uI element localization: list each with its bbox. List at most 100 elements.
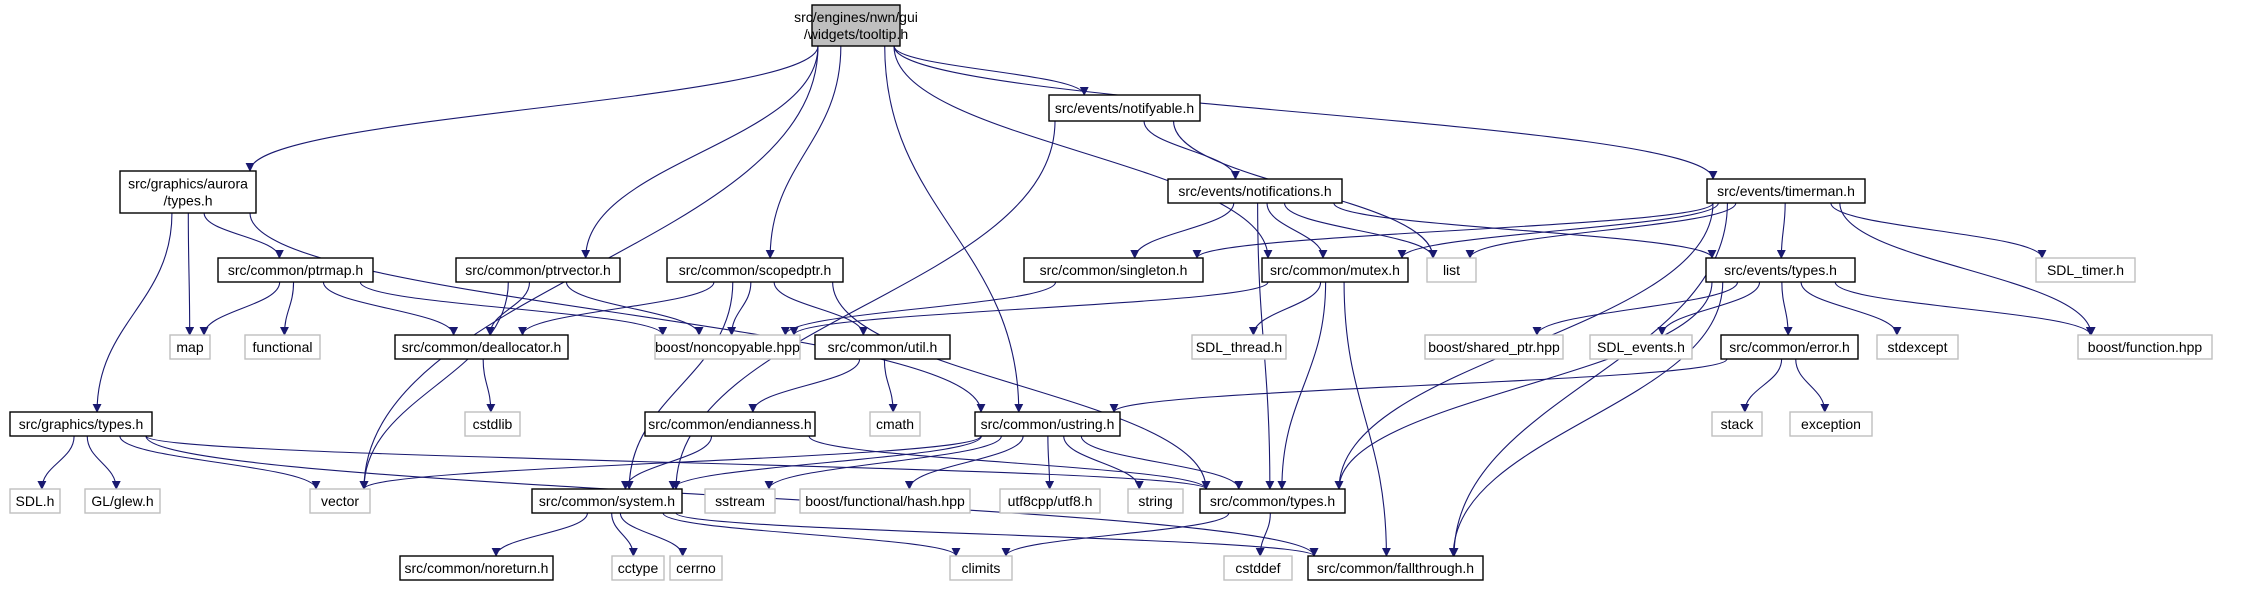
edge-events-types-to-sdl-events — [1657, 281, 1761, 336]
node-box-noncopyable — [654, 334, 801, 360]
edge-scopedptr-to-deallocator — [518, 281, 715, 336]
node-functional: functional — [244, 334, 321, 360]
node-label-fallthrough: src/common/fallthrough.h — [1317, 560, 1474, 576]
node-label-root-line-2: /widgets/tooltip.h — [804, 26, 908, 42]
node-label-noncopyable: boost/noncopyable.hpp — [655, 339, 800, 355]
node-box-sdl-events — [1589, 334, 1693, 360]
node-aurora-types[interactable]: src/graphics/aurora/types.h — [119, 170, 257, 214]
edge-util-to-cmath — [883, 358, 898, 413]
edge-ptrvector-to-deallocator — [485, 281, 531, 336]
node-vector: vector — [309, 488, 371, 514]
node-label-ptrvector: src/common/ptrvector.h — [465, 262, 611, 278]
node-label-sdl-h: SDL.h — [16, 493, 55, 509]
edge-aurora-types-to-map — [185, 212, 195, 336]
node-label-cmath: cmath — [876, 416, 914, 432]
node-box-common-types — [1199, 488, 1346, 514]
node-label-map: map — [176, 339, 203, 355]
node-cerrno: cerrno — [669, 555, 723, 581]
node-label-common-types: src/common/types.h — [1210, 493, 1335, 509]
node-root[interactable]: src/engines/nwn/gui/widgets/tooltip.h — [794, 4, 918, 47]
node-map: map — [169, 334, 211, 360]
node-utf8: utf8cpp/utf8.h — [999, 488, 1101, 514]
node-box-util — [814, 334, 951, 360]
node-ustring[interactable]: src/common/ustring.h — [974, 411, 1121, 437]
node-label-timerman: src/events/timerman.h — [1717, 183, 1855, 199]
node-notifications[interactable]: src/events/notifications.h — [1167, 178, 1343, 204]
node-fallthrough[interactable]: src/common/fallthrough.h — [1307, 555, 1484, 581]
node-mutex[interactable]: src/common/mutex.h — [1261, 257, 1409, 283]
node-common-types[interactable]: src/common/types.h — [1199, 488, 1346, 514]
node-label-system: src/common/system.h — [539, 493, 675, 509]
node-label-cctype: cctype — [618, 560, 659, 576]
edge-events-types-to-fallthrough — [1448, 281, 1724, 557]
edge-ustring-to-sstream — [764, 435, 1002, 490]
node-box-graphics-types — [9, 411, 153, 437]
edge-events-types-to-common-types — [1334, 281, 1713, 490]
node-label-deallocator: src/common/deallocator.h — [402, 339, 562, 355]
node-box-scopedptr — [666, 257, 844, 283]
edge-timerman-to-events-types — [1776, 202, 1786, 259]
node-timerman[interactable]: src/events/timerman.h — [1706, 178, 1866, 204]
node-box-glew — [84, 488, 161, 514]
node-box-sstream — [704, 488, 776, 514]
edge-mutex-to-fallthrough — [1343, 281, 1391, 557]
node-stdexcept: stdexcept — [1876, 334, 1959, 360]
node-box-noreturn — [399, 555, 554, 581]
edge-ustring-to-common-types — [1080, 435, 1244, 490]
node-ptrmap[interactable]: src/common/ptrmap.h — [217, 257, 374, 283]
edge-graphics-types-to-vector — [119, 435, 321, 490]
node-box-cerrno — [669, 555, 723, 581]
node-box-ptrmap — [217, 257, 374, 283]
node-boost-function: boost/function.hpp — [2077, 334, 2213, 360]
node-box-notifications — [1167, 178, 1343, 204]
node-ptrvector[interactable]: src/common/ptrvector.h — [455, 257, 621, 283]
node-box-cstdlib — [464, 411, 521, 437]
node-label-list: list — [1443, 262, 1460, 278]
node-box-cstddef — [1223, 555, 1293, 581]
node-box-cctype — [611, 555, 665, 581]
edge-timerman-to-sdl-timer — [1830, 202, 2047, 259]
edge-ustring-to-string — [1063, 435, 1144, 490]
node-stack: stack — [1711, 411, 1763, 437]
edge-ustring-to-utf8 — [1045, 435, 1055, 490]
node-graphics-types[interactable]: src/graphics/types.h — [9, 411, 153, 437]
node-error[interactable]: src/common/error.h — [1720, 334, 1859, 360]
edge-ptrvector-to-vector — [359, 281, 509, 490]
node-system[interactable]: src/common/system.h — [531, 488, 683, 514]
node-events-types[interactable]: src/events/types.h — [1705, 257, 1856, 283]
edge-graphics-types-to-glew — [86, 435, 121, 490]
node-sdl-h: SDL.h — [9, 488, 61, 514]
edge-scopedptr-to-system — [624, 281, 734, 490]
node-util[interactable]: src/common/util.h — [814, 334, 951, 360]
node-box-climits — [949, 555, 1013, 581]
node-label-ptrmap: src/common/ptrmap.h — [228, 262, 363, 278]
edge-system-to-fallthrough — [675, 512, 1319, 557]
node-label-notifyable: src/events/notifyable.h — [1055, 100, 1194, 116]
edge-system-to-cerrno — [619, 512, 688, 557]
node-box-sdl-h — [9, 488, 61, 514]
edge-root-to-ustring — [884, 45, 1024, 413]
node-label-shared-ptr: boost/shared_ptr.hpp — [1428, 339, 1560, 355]
node-label-stdexcept: stdexcept — [1888, 339, 1948, 355]
node-label-glew: GL/glew.h — [91, 493, 153, 509]
edge-system-to-cctype — [611, 512, 638, 557]
edge-common-types-to-climits — [1001, 512, 1230, 557]
edge-error-to-ustring — [1109, 358, 1728, 413]
node-label-climits: climits — [962, 560, 1001, 576]
edge-aurora-types-to-ustring — [249, 212, 986, 413]
node-endianness[interactable]: src/common/endianness.h — [644, 411, 816, 437]
node-deallocator[interactable]: src/common/deallocator.h — [394, 334, 569, 360]
node-sdl-events: SDL_events.h — [1589, 334, 1693, 360]
node-scopedptr[interactable]: src/common/scopedptr.h — [666, 257, 844, 283]
node-notifyable[interactable]: src/events/notifyable.h — [1048, 94, 1201, 122]
node-noreturn[interactable]: src/common/noreturn.h — [399, 555, 554, 581]
node-box-error — [1720, 334, 1859, 360]
node-singleton[interactable]: src/common/singleton.h — [1023, 257, 1204, 283]
node-box-events-types — [1705, 257, 1856, 283]
node-cstddef: cstddef — [1223, 555, 1293, 581]
node-label-functional-hash: boost/functional/hash.hpp — [805, 493, 965, 509]
edge-error-to-exception — [1795, 358, 1830, 413]
node-glew: GL/glew.h — [84, 488, 161, 514]
node-label-cerrno: cerrno — [676, 560, 716, 576]
node-box-ptrvector — [455, 257, 621, 283]
